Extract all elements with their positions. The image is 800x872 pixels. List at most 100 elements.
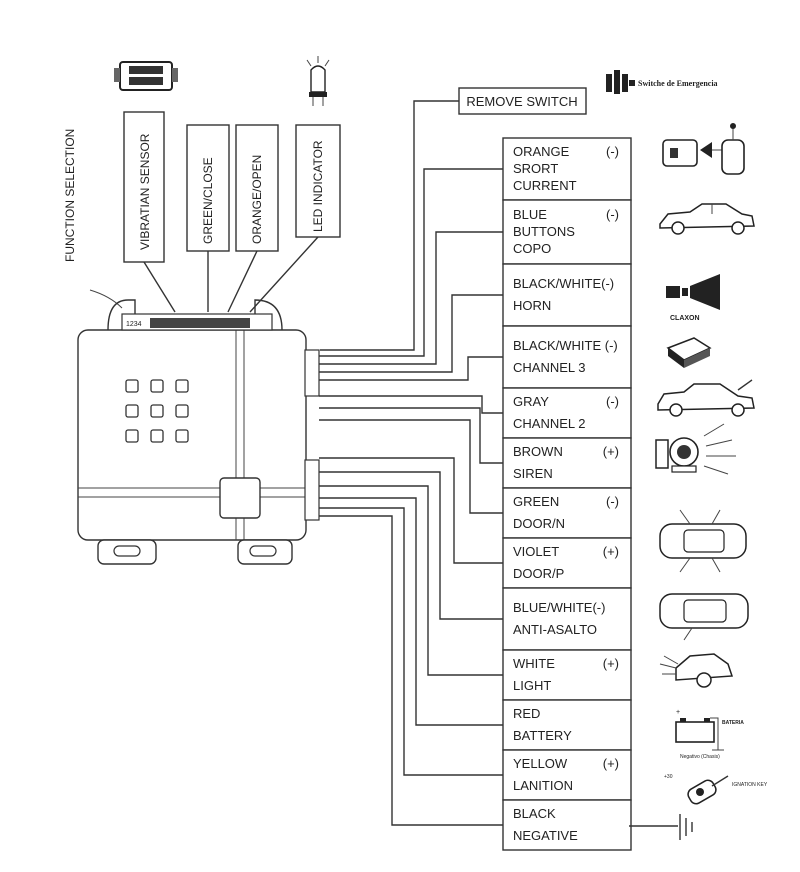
wire-function-label: CHANNEL 3 bbox=[513, 360, 585, 375]
wire-line bbox=[319, 395, 503, 414]
module-box-icon bbox=[666, 337, 712, 368]
wire-color-label: BLACK/WHITE(-) bbox=[513, 276, 614, 291]
wire-function-label: ANTI-ASALTO bbox=[513, 622, 597, 637]
led-indicator-label: LED INDICATOR bbox=[311, 140, 325, 232]
siren-icon bbox=[655, 423, 736, 475]
wire-color-label: BLUE bbox=[513, 207, 547, 222]
wire-function-label: BUTTONS bbox=[513, 224, 575, 239]
ground-icon bbox=[629, 814, 693, 840]
wire-polarity-label: (+) bbox=[603, 444, 619, 459]
green-close-label: GREEN/CLOSE bbox=[201, 157, 215, 244]
control-module: 1234 bbox=[77, 299, 320, 565]
relay-coil-icon bbox=[662, 123, 745, 175]
wire-color-label: YELLOW bbox=[513, 756, 568, 771]
wire-function-label: BATTERY bbox=[513, 728, 572, 743]
wire-box: BROWN SIREN (+) bbox=[502, 437, 632, 489]
wire-function-label: DOOR/P bbox=[513, 566, 564, 581]
wire-color-label: WHITE bbox=[513, 656, 555, 671]
wire-color-label: BLACK/WHITE (-) bbox=[513, 338, 618, 353]
battery-icon-sublabel: Negativo (Chasis) bbox=[680, 754, 720, 760]
svg-text:+: + bbox=[676, 709, 680, 716]
emergency-switch-label: Switche de Emergencia bbox=[638, 79, 718, 88]
remove-switch-label: REMOVE SWITCH bbox=[466, 94, 577, 109]
car-lights-icon bbox=[659, 653, 734, 688]
wire-line bbox=[319, 497, 503, 726]
wire-function-label: CURRENT bbox=[513, 178, 577, 193]
wire-color-label: BLACK bbox=[513, 806, 556, 821]
wire-polarity-label: (-) bbox=[606, 494, 619, 509]
wire-polarity-label: (+) bbox=[603, 544, 619, 559]
ignition-key-icon: +30 IGNATION KEY bbox=[664, 774, 768, 805]
wire-polarity-label: (-) bbox=[606, 144, 619, 159]
wire-function-label: NEGATIVE bbox=[513, 828, 578, 843]
wire-function-label: LANITION bbox=[513, 778, 573, 793]
wire-polarity-label: (+) bbox=[603, 756, 619, 771]
car-trunk-open-icon bbox=[657, 379, 755, 417]
led-indicator: LED INDICATOR bbox=[295, 124, 341, 238]
horn-icon-label: CLAXON bbox=[670, 315, 700, 322]
wire-line bbox=[319, 231, 503, 365]
wire-line bbox=[319, 485, 503, 676]
wire-box: BLUE/WHITE(-) ANTI-ASALTO bbox=[502, 587, 632, 651]
wire-color-label: BLUE/WHITE(-) bbox=[513, 600, 605, 615]
dip-switch-label: 1234 bbox=[126, 321, 142, 328]
wire-function-label: HORN bbox=[513, 298, 551, 313]
orange-open-label: ORANGE/OPEN bbox=[250, 155, 264, 244]
car-doors-top-icon bbox=[659, 509, 747, 573]
wire-color-label: ORANGE bbox=[513, 144, 570, 159]
wire-box: WHITE LIGHT (+) bbox=[502, 649, 632, 701]
wire-lines bbox=[319, 168, 503, 826]
wire-function-label: SIREN bbox=[513, 466, 553, 481]
wire-box: YELLOW LANITION (+) bbox=[502, 749, 632, 801]
battery-icon-label: BATERIA bbox=[722, 720, 744, 726]
battery-icon: + BATERIA Negativo (Chasis) bbox=[675, 709, 744, 760]
orange-open: ORANGE/OPEN bbox=[235, 124, 279, 252]
ignition-icon-sublabel: +30 bbox=[664, 774, 673, 780]
wire-box: GRAY CHANNEL 2 (-) bbox=[502, 387, 632, 439]
wire-line bbox=[319, 471, 503, 620]
wire-color-label: RED bbox=[513, 706, 540, 721]
wire-line bbox=[319, 457, 503, 564]
car-icon bbox=[659, 203, 755, 235]
wire-color-label: GRAY bbox=[513, 394, 549, 409]
wire-box: BLACK/WHITE(-) HORN bbox=[502, 263, 632, 327]
function-selection-label: FUNCTION SELECTION bbox=[63, 129, 77, 262]
wire-box: RED BATTERY bbox=[502, 699, 632, 751]
wire-line bbox=[319, 515, 503, 826]
wire-line bbox=[319, 294, 503, 373]
wire-function-label: CHANNEL 2 bbox=[513, 416, 585, 431]
vibration-sensor-icon bbox=[114, 61, 178, 91]
vibration-sensor: VIBRATIAN SENSOR bbox=[123, 111, 165, 263]
wire-boxes: ORANGESRORTCURRENT(-)BLUEBUTTONSCOPO(-)B… bbox=[502, 137, 632, 851]
wire-line bbox=[319, 419, 503, 514]
wire-function-label: DOOR/N bbox=[513, 516, 565, 531]
wire-line bbox=[319, 407, 503, 464]
wire-line bbox=[319, 168, 503, 357]
wire-line bbox=[319, 507, 503, 776]
emergency-switch: Switche de Emergencia bbox=[606, 70, 718, 94]
led-bulb-icon bbox=[306, 56, 330, 106]
wire-box: GREEN DOOR/N (-) bbox=[502, 487, 632, 539]
keypad-grid bbox=[125, 379, 189, 443]
wire-color-label: VIOLET bbox=[513, 544, 559, 559]
remove-switch: REMOVE SWITCH bbox=[320, 87, 587, 351]
wire-box: VIOLET DOOR/P (+) bbox=[502, 537, 632, 589]
wire-function-label: LIGHT bbox=[513, 678, 551, 693]
car-top-icon bbox=[659, 593, 749, 641]
green-close: GREEN/CLOSE bbox=[186, 124, 230, 252]
wire-color-label: GREEN bbox=[513, 494, 559, 509]
horn-icon: CLAXON bbox=[666, 274, 720, 322]
wire-function-label: COPO bbox=[513, 241, 551, 256]
wire-color-label: BROWN bbox=[513, 444, 563, 459]
ignition-icon-label: IGNATION KEY bbox=[732, 782, 768, 788]
wire-line bbox=[319, 356, 503, 381]
wire-box: BLACK NEGATIVE bbox=[502, 799, 632, 851]
wire-polarity-label: (-) bbox=[606, 394, 619, 409]
emergency-switch-icon bbox=[606, 70, 635, 94]
wire-polarity-label: (+) bbox=[603, 656, 619, 671]
wire-box: BLACK/WHITE (-) CHANNEL 3 bbox=[502, 325, 632, 389]
vibration-sensor-label: VIBRATIAN SENSOR bbox=[138, 133, 152, 250]
